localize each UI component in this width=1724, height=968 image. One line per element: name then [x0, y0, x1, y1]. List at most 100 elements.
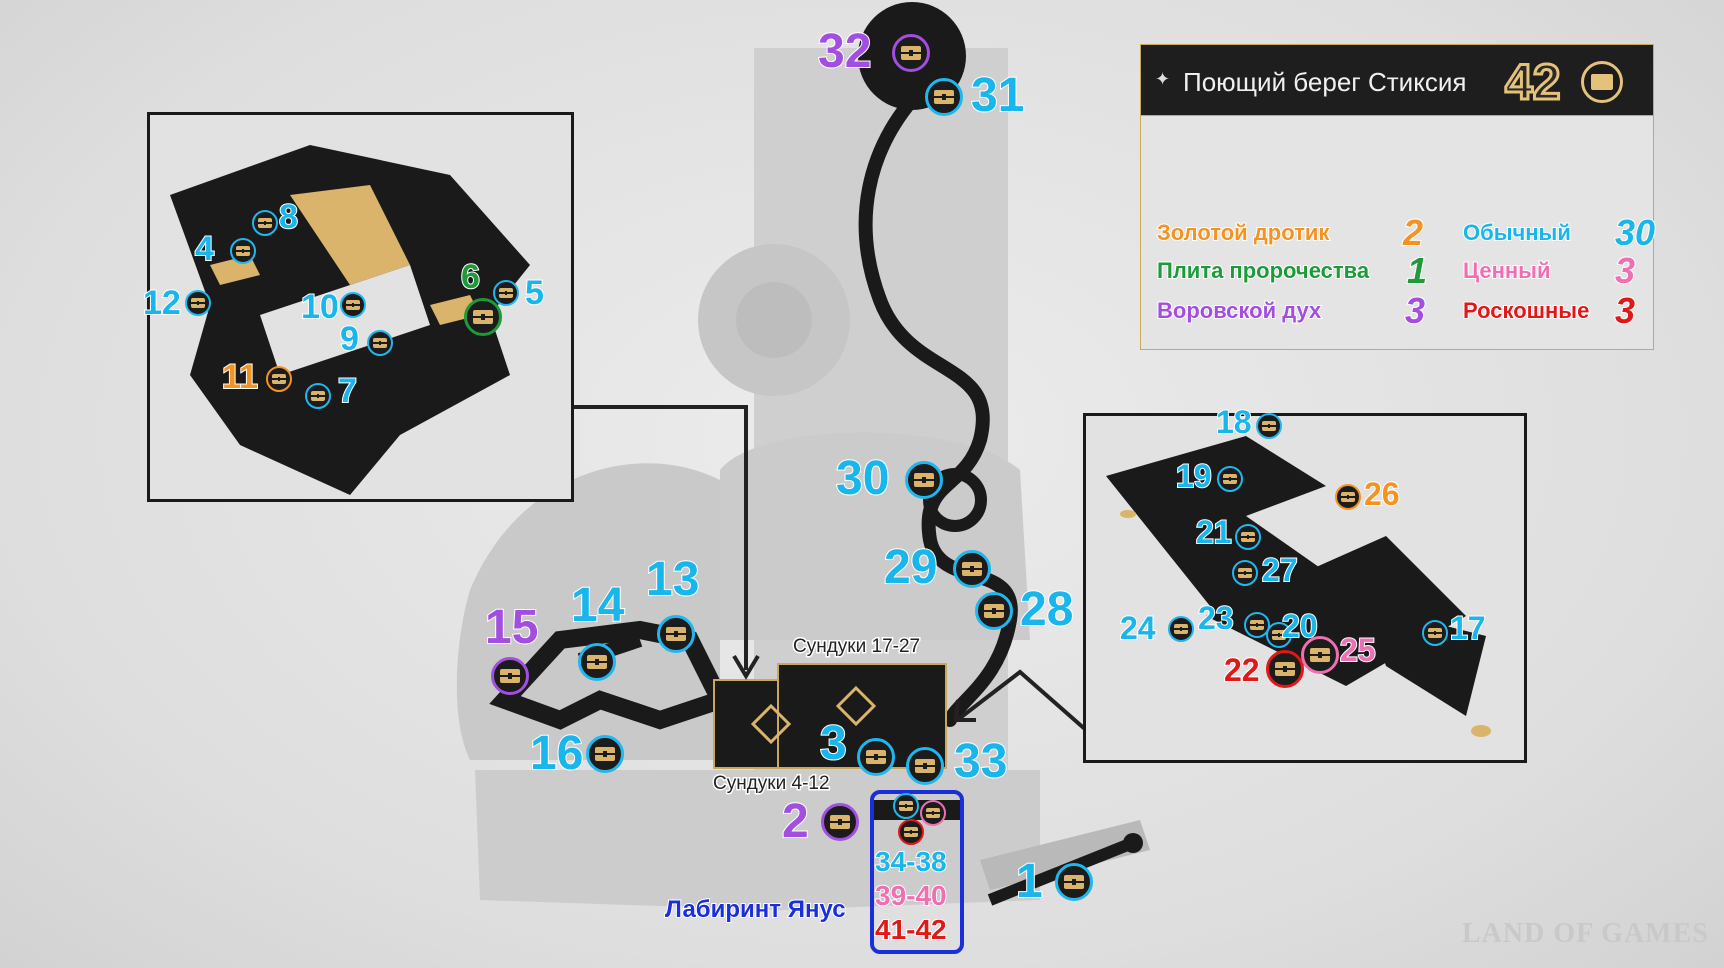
marker-label-22: 22: [1223, 652, 1261, 688]
marker-label-20: 20: [1281, 608, 1319, 644]
south-pier: [980, 820, 1150, 890]
label-range-39-40: 39-40: [874, 880, 948, 911]
marker-label-12: 12: [142, 284, 182, 322]
chest-marker-10[interactable]: [340, 292, 366, 318]
chest-marker-4[interactable]: [230, 238, 256, 264]
chest-marker-12[interactable]: [185, 290, 211, 316]
inset-right-map: [1106, 436, 1491, 737]
marker-label-25: 25: [1339, 632, 1377, 668]
chest-marker-34-38[interactable]: [893, 793, 919, 819]
marker-label-33: 33: [953, 735, 1008, 788]
arrow-connector-right: [958, 669, 1088, 732]
south-end: [1123, 833, 1143, 853]
chest-marker-33[interactable]: [906, 747, 944, 785]
chest-marker-18[interactable]: [1256, 413, 1282, 439]
chest-marker-6[interactable]: [464, 298, 502, 336]
marker-label-4: 4: [194, 230, 215, 268]
chest-marker-23[interactable]: [1244, 612, 1270, 638]
marker-label-14: 14: [570, 579, 625, 632]
legend-value-common: 30: [1614, 211, 1656, 254]
inset-left-gold-1: [290, 185, 410, 285]
legend-value-precious: 3: [1614, 249, 1636, 292]
inset-right-gold-1: [1120, 510, 1136, 518]
chest-marker-29[interactable]: [953, 550, 991, 588]
inset-left-gap: [260, 265, 430, 375]
chest-marker-25[interactable]: [1301, 636, 1339, 674]
watermark: LAND OF GAMES: [1462, 918, 1709, 949]
chest-marker-13[interactable]: [657, 615, 695, 653]
marker-label-6: 6: [460, 258, 481, 296]
legend-panel: ✦ Поющий берег Стиксия 42 Золотой дротик…: [1140, 44, 1656, 350]
legend-header: ✦ Поющий берег Стиксия 42: [1140, 44, 1654, 116]
chest-marker-16[interactable]: [586, 735, 624, 773]
chest-marker-22[interactable]: [1266, 650, 1304, 688]
legend-value-golden-dart: 2: [1402, 211, 1424, 254]
box-icon-left: [750, 703, 792, 745]
chest-marker-31[interactable]: [925, 78, 963, 116]
chest-marker-11[interactable]: [266, 366, 292, 392]
legend-value-prophecy: 1: [1406, 249, 1428, 292]
marker-label-9: 9: [339, 320, 360, 358]
marker-label-7: 7: [337, 372, 358, 410]
legend-row-prophecy: Плита пророчества: [1156, 257, 1370, 284]
marker-label-28: 28: [1019, 583, 1074, 636]
marker-label-3: 3: [819, 717, 848, 770]
chest-marker-2[interactable]: [821, 803, 859, 841]
marker-label-32: 32: [817, 25, 872, 78]
legend-value-luxurious: 3: [1614, 289, 1636, 332]
chest-marker-7[interactable]: [305, 383, 331, 409]
marker-label-18: 18: [1215, 404, 1253, 440]
legend-row-precious: Ценный: [1462, 257, 1551, 284]
chest-marker-26[interactable]: [1335, 484, 1361, 510]
legend-row-golden-dart: Золотой дротик: [1156, 219, 1330, 246]
marker-label-16: 16: [529, 727, 584, 780]
chest-marker-30[interactable]: [905, 461, 943, 499]
marker-label-11: 11: [221, 358, 259, 396]
legend-row-thief: Воровской дух: [1156, 297, 1322, 324]
marker-label-30: 30: [835, 452, 890, 505]
chest-marker-9[interactable]: [367, 330, 393, 356]
chest-marker-24[interactable]: [1168, 616, 1194, 642]
chest-marker-3[interactable]: [857, 738, 895, 776]
label-chests-17-27: Сундуки 17-27: [791, 635, 921, 659]
chest-marker-20[interactable]: [1266, 622, 1292, 648]
chest-marker-5[interactable]: [493, 280, 519, 306]
chest-marker-14[interactable]: [578, 643, 616, 681]
chest-marker-28[interactable]: [975, 592, 1013, 630]
inset-right-floor-1: [1106, 436, 1346, 626]
arrow-head-right: [953, 699, 976, 722]
arrow-head-left: [732, 654, 760, 680]
plaza-emblem: [736, 282, 812, 358]
marker-label-29: 29: [883, 541, 938, 594]
chest-marker-17[interactable]: [1422, 620, 1448, 646]
marker-label-21: 21: [1195, 514, 1233, 550]
inset-chests-17-27: [1083, 413, 1527, 763]
chest-marker-41-42[interactable]: [898, 819, 924, 845]
chest-marker-27[interactable]: [1232, 560, 1258, 586]
chest-marker-8[interactable]: [252, 210, 278, 236]
legend-row-luxurious: Роскошные: [1462, 297, 1590, 324]
road-loop: [923, 468, 987, 532]
legend-body: Золотой дротик 2 Плита пророчества 1 Вор…: [1140, 116, 1656, 350]
chest-marker-21[interactable]: [1235, 524, 1261, 550]
marker-label-13: 13: [645, 553, 700, 606]
chest-marker-32[interactable]: [892, 34, 930, 72]
legend-chest-icon: [1581, 61, 1623, 103]
box-icon-right: [835, 685, 877, 727]
marker-label-10: 10: [300, 288, 340, 326]
legend-value-thief: 3: [1404, 289, 1426, 332]
chest-marker-15[interactable]: [491, 657, 529, 695]
label-janus-labyrinth: Лабиринт Янус: [664, 896, 847, 923]
chest-marker-39-40[interactable]: [920, 800, 946, 826]
legend-star-icon: ✦: [1155, 69, 1171, 90]
label-range-34-38: 34-38: [874, 846, 948, 877]
inset-right-gold-2: [1471, 725, 1491, 737]
janus-labyrinth-box: [870, 790, 964, 954]
marker-label-27: 27: [1261, 552, 1299, 588]
chest-marker-1[interactable]: [1055, 863, 1093, 901]
arrow-connector-left: [570, 405, 748, 670]
marker-label-15: 15: [484, 601, 539, 654]
chest-marker-19[interactable]: [1217, 466, 1243, 492]
legend-title: Поющий берег Стиксия: [1183, 67, 1467, 97]
